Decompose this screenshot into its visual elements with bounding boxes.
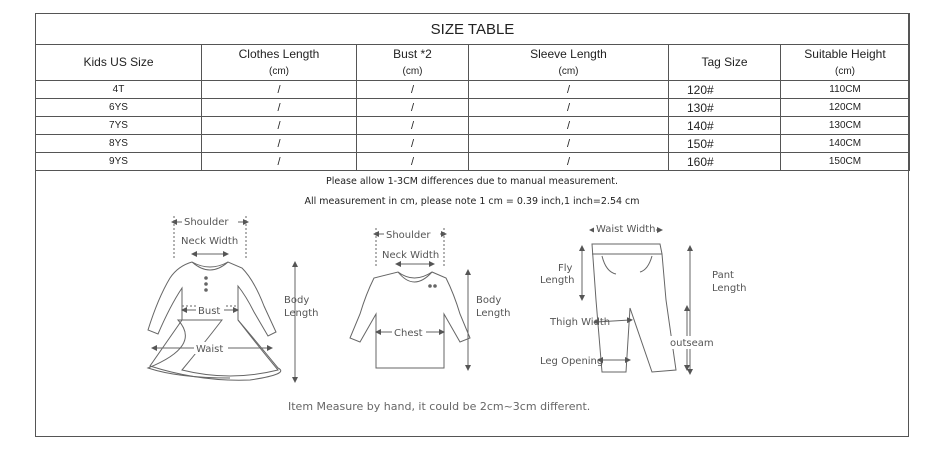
cell-bust: / <box>356 80 469 99</box>
table-row: 4T / / / 120# 110CM <box>35 80 910 99</box>
table-row: 7YS / / / 140# 130CM <box>35 116 910 135</box>
table-title: SIZE TABLE <box>35 13 910 45</box>
header-sleeve-length: Sleeve Length(cm) <box>468 44 669 81</box>
cell-height: 110CM <box>780 80 910 99</box>
dress-bust-label: Bust <box>198 306 220 317</box>
shirt-length-label: Length <box>476 308 511 319</box>
table-row: 9YS / / / 160# 150CM <box>35 152 910 171</box>
cell-sleeve: / <box>468 116 669 135</box>
cell-clothes-length: / <box>201 116 357 135</box>
cell-tag: 130# <box>668 98 781 117</box>
pants-outline <box>591 243 677 373</box>
cell-bust: / <box>356 134 469 153</box>
shirt-outline <box>349 271 471 369</box>
cell-size: 8YS <box>35 134 202 153</box>
cell-tag: 140# <box>668 116 781 135</box>
dress-outline <box>146 261 279 379</box>
shirt-neck-width-label: Neck Width <box>382 250 439 261</box>
header-tag-size: Tag Size <box>668 44 781 81</box>
cell-bust: / <box>356 152 469 171</box>
cell-clothes-length: / <box>201 98 357 117</box>
cell-height: 120CM <box>780 98 910 117</box>
cell-size: 9YS <box>35 152 202 171</box>
header-suitable-height: Suitable Height(cm) <box>780 44 910 81</box>
header-bust: Bust *2(cm) <box>356 44 469 81</box>
dress-waist-label: Waist <box>196 344 223 355</box>
cell-clothes-length: / <box>201 152 357 171</box>
dress-shoulder-label: Shoulder <box>184 217 229 228</box>
pants-thigh-width-label: Thigh Width <box>549 317 610 328</box>
pants-fly-label: Fly <box>558 263 573 274</box>
pants-pant-label: Pant <box>712 270 734 281</box>
cell-bust: / <box>356 98 469 117</box>
cell-bust: / <box>356 116 469 135</box>
cell-tag: 160# <box>668 152 781 171</box>
cell-size: 4T <box>35 80 202 99</box>
note-conversion: All measurement in cm, please note 1 cm … <box>304 196 640 207</box>
shirt-labels: Shoulder Neck Width Chest Body Length <box>382 228 511 339</box>
measurement-notes: Please allow 1-3CM differences due to ma… <box>35 172 909 212</box>
dress-length-label: Length <box>284 308 319 319</box>
pants-outseam-label: outseam <box>670 338 714 349</box>
cell-height: 140CM <box>780 134 910 153</box>
pants-pant-length-label: Length <box>712 283 747 294</box>
header-clothes-length: Clothes Length(cm) <box>201 44 357 81</box>
cell-height: 150CM <box>780 152 910 171</box>
shirt-body-label: Body <box>476 295 501 306</box>
header-kids-us-size: Kids US Size <box>35 44 202 81</box>
dress-neck-width-label: Neck Width <box>181 236 238 247</box>
cell-size: 7YS <box>35 116 202 135</box>
cell-tag: 120# <box>668 80 781 99</box>
footer-note: Item Measure by hand, it could be 2cm~3c… <box>288 400 591 413</box>
dress-labels: Shoulder Neck Width Bust Waist Body Leng… <box>181 215 319 355</box>
note-tolerance: Please allow 1-3CM differences due to ma… <box>326 176 618 187</box>
cell-sleeve: / <box>468 98 669 117</box>
cell-tag: 150# <box>668 134 781 153</box>
pants-diagram <box>579 227 693 375</box>
cell-clothes-length: / <box>201 80 357 99</box>
table-row: 6YS / / / 130# 120CM <box>35 98 910 117</box>
pants-fly-length-label: Length <box>540 275 575 286</box>
dress-body-label: Body <box>284 295 309 306</box>
shirt-shoulder-label: Shoulder <box>386 230 431 241</box>
cell-sleeve: / <box>468 134 669 153</box>
measurement-diagrams: Shoulder Neck Width Bust Waist Body Leng… <box>146 215 747 383</box>
cell-clothes-length: / <box>201 134 357 153</box>
pants-waist-width-label: Waist Width <box>596 224 656 235</box>
pants-labels: Waist Width Fly Length Pant Length Thigh… <box>540 222 747 367</box>
cell-height: 130CM <box>780 116 910 135</box>
pants-leg-opening-label: Leg Opening <box>540 356 603 367</box>
table-row: 8YS / / / 150# 140CM <box>35 134 910 153</box>
size-table: SIZE TABLE Kids US Size Clothes Length(c… <box>35 13 910 171</box>
table-header-row: Kids US Size Clothes Length(cm) Bust *2(… <box>35 44 910 81</box>
cell-sleeve: / <box>468 80 669 99</box>
cell-size: 6YS <box>35 98 202 117</box>
shirt-diagram <box>349 228 471 371</box>
cell-sleeve: / <box>468 152 669 171</box>
shirt-chest-label: Chest <box>394 328 423 339</box>
